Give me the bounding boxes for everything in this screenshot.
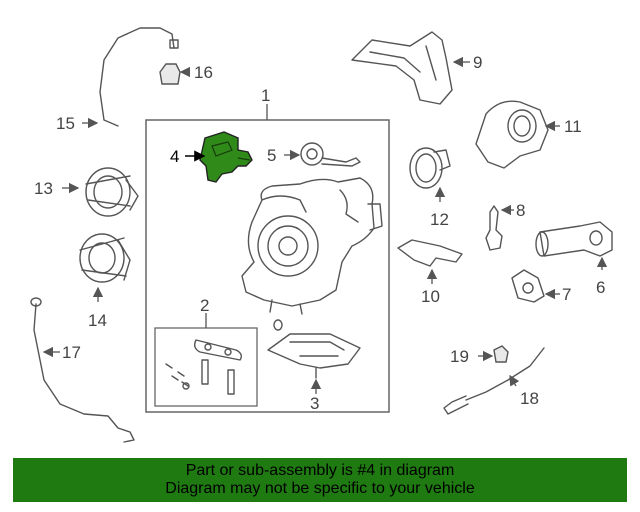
part-3-bracket: [267, 333, 361, 379]
callout-10: 10: [421, 287, 440, 306]
callout-4: 4: [170, 147, 179, 166]
part-5-actuator: [300, 142, 361, 167]
callout-17: 17: [62, 343, 81, 362]
part-19-plug: [493, 345, 509, 363]
callout-3: 3: [310, 394, 319, 413]
callout-8: 8: [516, 201, 525, 220]
callout-14: 14: [88, 311, 107, 330]
part-13-coupler: [85, 167, 139, 217]
part-10-bracket: [397, 239, 463, 267]
part-7-gasket: [511, 269, 545, 303]
part-4-sensor[interactable]: [199, 131, 253, 183]
part-2-gasket-kit: [165, 339, 243, 395]
callout-16: 16: [194, 63, 213, 82]
callout-18: 18: [520, 389, 539, 408]
part-9-heat-shield: [351, 31, 453, 105]
callout-9: 9: [473, 53, 482, 72]
info-banner: Part or sub-assembly is #4 in diagram Di…: [13, 458, 627, 502]
callout-7: 7: [562, 285, 571, 304]
part-18-probe: [443, 347, 545, 415]
part-8-sensor: [485, 205, 503, 251]
part-12-clamp: [409, 147, 451, 189]
part-15-hose: [99, 27, 175, 127]
callout-5: 5: [267, 146, 276, 165]
parts-diagram: 1 4 5 2: [30, 27, 613, 443]
callout-12: 12: [430, 210, 449, 229]
part-14-coupler: [79, 233, 131, 283]
callout-6: 6: [596, 278, 605, 297]
callout-2: 2: [200, 296, 209, 315]
part-16-cap: [159, 63, 181, 85]
part-11-elbow: [475, 100, 549, 169]
callout-13: 13: [34, 179, 53, 198]
part-17-pipe: [33, 303, 135, 443]
callout-11: 11: [564, 117, 582, 136]
callout-1: 1: [261, 86, 270, 105]
callout-19: 19: [450, 347, 469, 366]
part-6-outlet: [535, 221, 613, 257]
turbocharger: [241, 177, 383, 315]
banner-line-1: Part or sub-assembly is #4 in diagram: [185, 462, 455, 479]
banner-line-2: Diagram may not be specific to your vehi…: [165, 480, 475, 497]
callout-15: 15: [56, 114, 75, 133]
